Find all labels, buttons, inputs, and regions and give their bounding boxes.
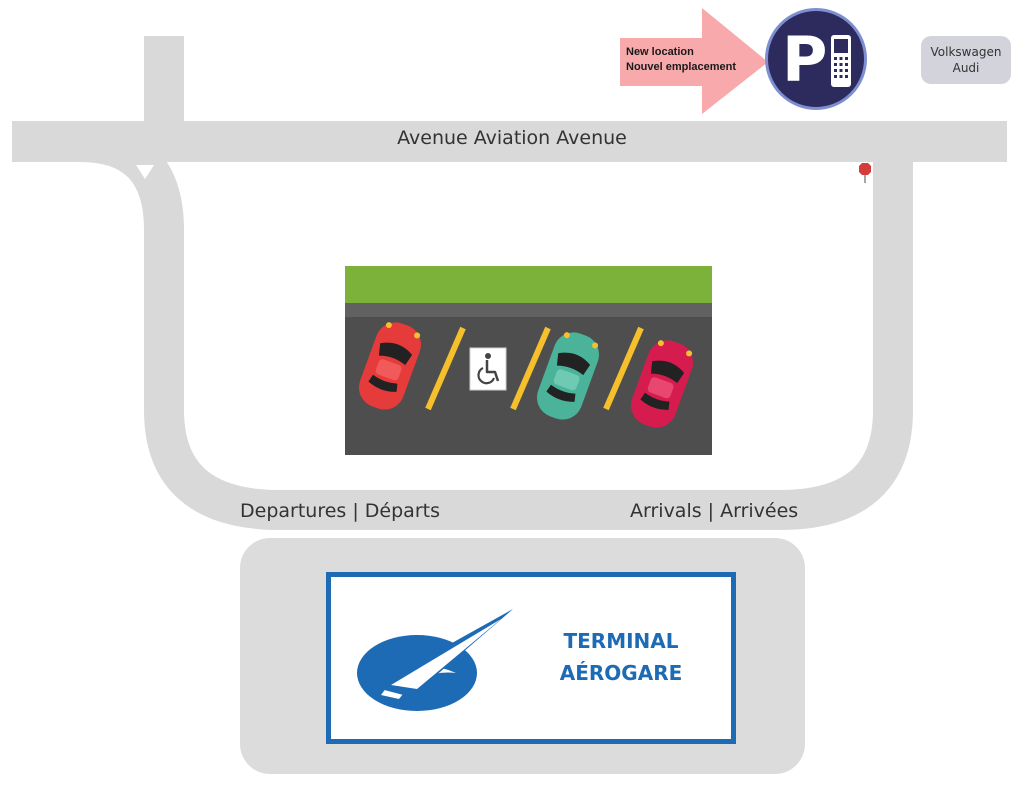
terminal-sign: TERMINAL AÉROGARE <box>326 572 736 744</box>
dealer-name-1: Volkswagen <box>930 45 1002 59</box>
parking-lines <box>425 326 644 411</box>
parking-sign: P <box>765 8 867 110</box>
parking-lot <box>345 266 712 455</box>
parking-line <box>603 326 644 411</box>
parked-car-red <box>358 322 422 410</box>
terminal-name: TERMINAL AÉROGARE <box>541 625 701 689</box>
parking-spaces <box>358 322 694 428</box>
parking-line <box>425 326 466 411</box>
terminal-name-en: TERMINAL <box>563 629 679 653</box>
parked-car-teal <box>536 332 600 420</box>
arrivals-label: Arrivals | Arrivées <box>630 500 799 522</box>
relocation-note-en: New location <box>626 46 694 58</box>
parking-letter: P <box>782 23 828 96</box>
loop-road-path <box>60 122 913 530</box>
main-avenue-road <box>12 121 1007 162</box>
lot-grass-strip <box>345 266 712 303</box>
dealer-badge: Volkswagen Audi <box>921 36 1011 84</box>
main-avenue-label: Avenue Aviation Avenue <box>397 127 627 149</box>
relocation-note: New location Nouvel emplacement <box>626 45 736 75</box>
parking-line <box>510 326 551 411</box>
accessible-parking-icon <box>469 347 507 391</box>
airport-swoosh-logo <box>357 609 513 711</box>
relocation-arrow-icon <box>620 8 768 114</box>
terminal-building: TERMINAL AÉROGARE <box>240 538 805 774</box>
departures-label: Departures | Départs <box>240 500 440 522</box>
parked-car-pink <box>630 340 694 428</box>
stop-sign-icon <box>859 163 871 183</box>
north-access-road <box>144 36 184 136</box>
lot-curb <box>345 303 712 317</box>
mobile-phone-icon <box>831 35 851 87</box>
relocation-note-fr: Nouvel emplacement <box>626 61 737 73</box>
direction-arrow-icon <box>136 165 154 179</box>
terminal-name-fr: AÉROGARE <box>559 661 683 685</box>
dealer-name-2: Audi <box>952 61 980 75</box>
